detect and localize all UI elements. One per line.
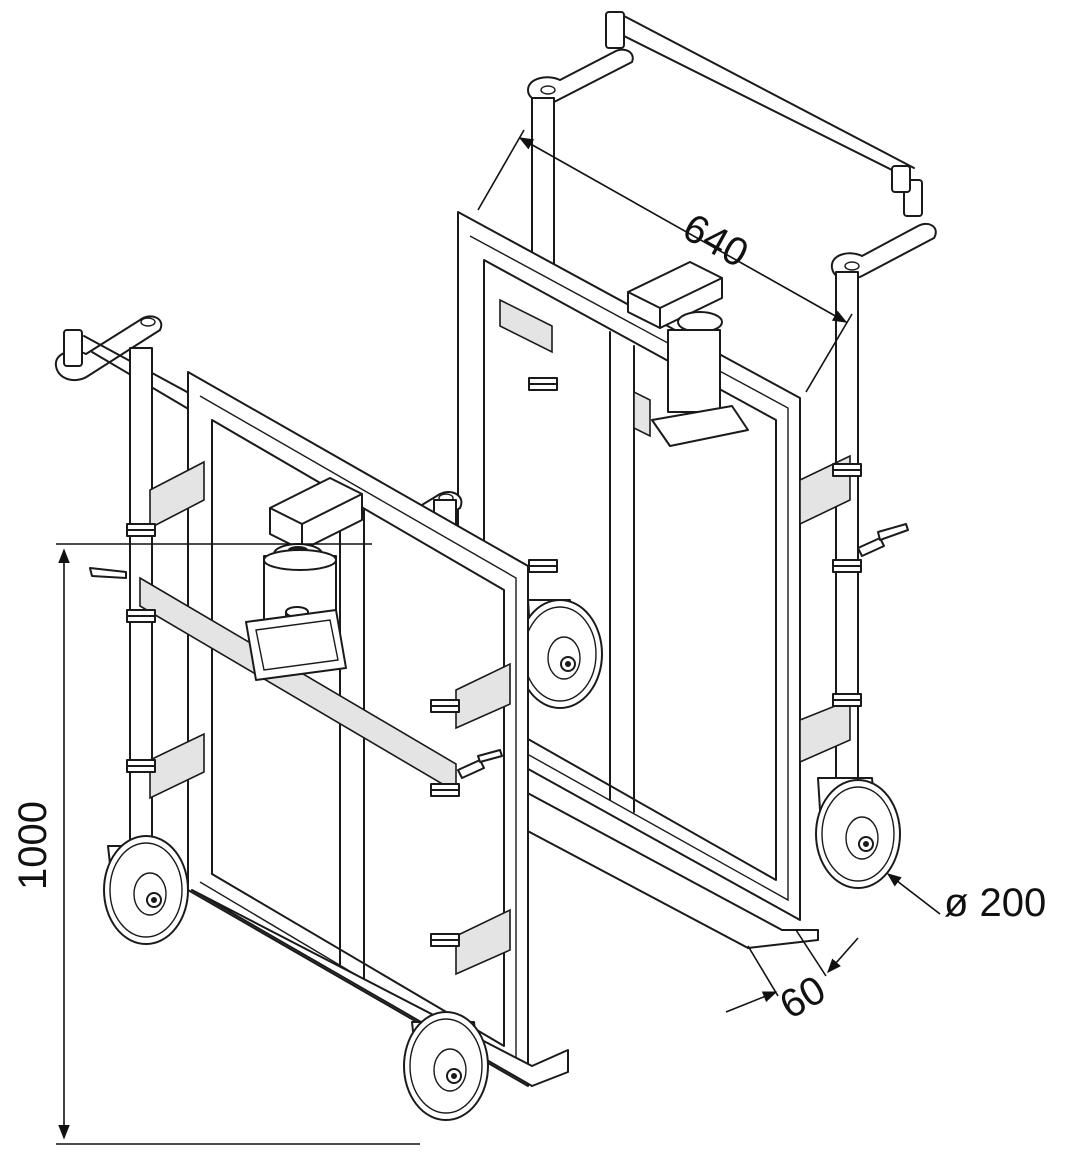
front-lifting-unit xyxy=(54,315,569,1121)
rear-lifting-unit xyxy=(457,11,937,949)
rear-wheel-back xyxy=(517,599,603,709)
height-label: 1000 xyxy=(11,801,55,890)
base-thickness-label: 60 xyxy=(773,967,834,1027)
dimension-wheel: ø 200 xyxy=(886,873,1046,925)
dimension-height: 1000 xyxy=(11,543,420,1145)
rear-wheel-front xyxy=(815,779,901,889)
front-wheel-front xyxy=(403,1011,489,1121)
front-wheel-back xyxy=(103,835,189,945)
wheel-diameter-label: ø 200 xyxy=(944,881,1046,925)
front-jack xyxy=(245,477,363,681)
